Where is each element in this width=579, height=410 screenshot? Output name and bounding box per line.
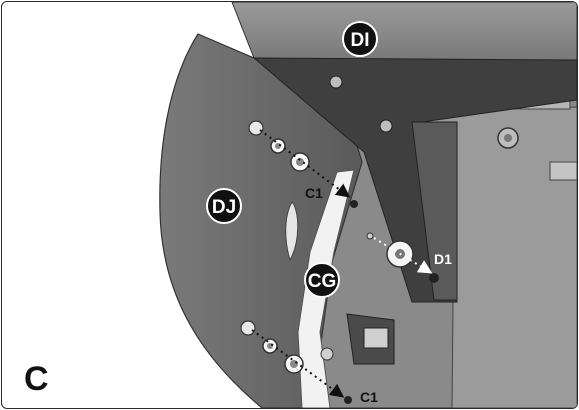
label-d1: D1 — [434, 251, 452, 267]
callout-dj: DJ — [206, 188, 242, 224]
callout-dj-label: DJ — [212, 197, 236, 218]
d1-fastener — [366, 232, 433, 274]
c1-upper-fastener-stack — [248, 120, 351, 198]
right-frame-tab — [549, 161, 577, 181]
c1-lower-fastener-stack — [240, 320, 345, 398]
callout-cg-label: CG — [308, 271, 337, 292]
label-c1-upper: C1 — [305, 185, 323, 201]
callout-di: DI — [342, 21, 378, 57]
label-c1-lower: C1 — [360, 389, 378, 405]
callout-cg: CG — [304, 262, 340, 298]
panel-letter: C — [24, 360, 49, 398]
top-housing — [231, 2, 577, 65]
callout-di-label: DI — [351, 30, 370, 51]
